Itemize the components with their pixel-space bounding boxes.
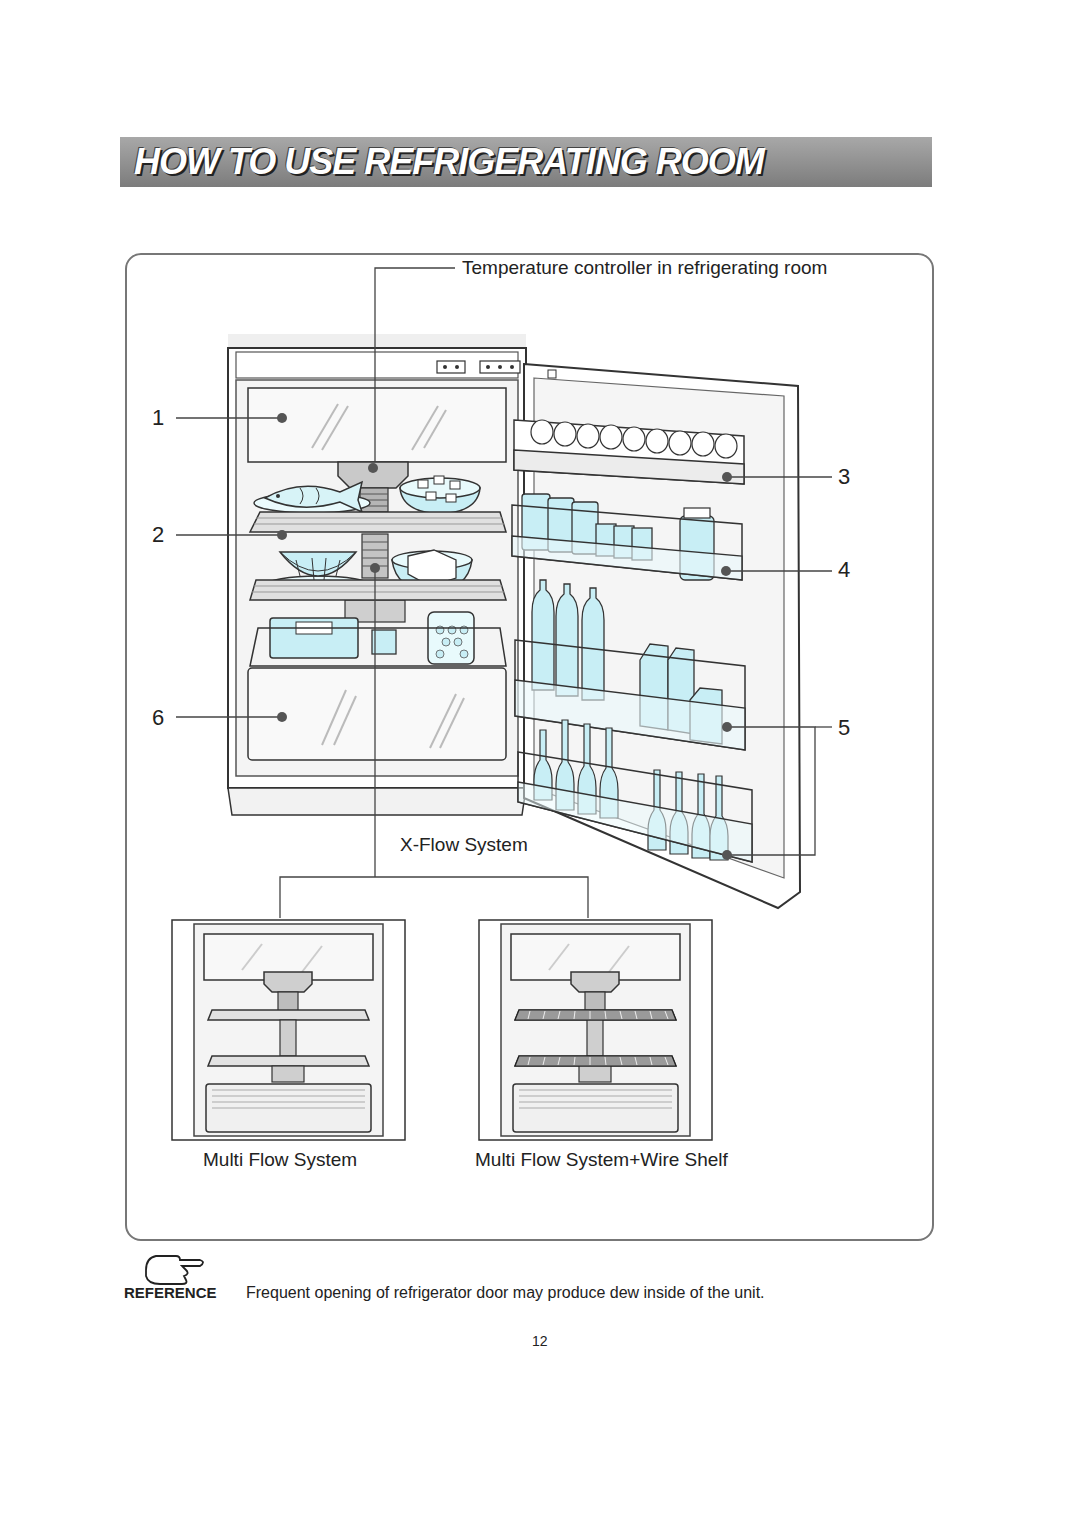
callout-number: 2 bbox=[152, 522, 164, 548]
system-label: X-Flow System bbox=[400, 834, 528, 857]
callout-number: 1 bbox=[152, 405, 164, 431]
callout-number: 4 bbox=[838, 557, 850, 583]
page-number: 12 bbox=[532, 1333, 548, 1350]
title-banner: HOW TO USE REFRIGERATING ROOM bbox=[120, 137, 932, 187]
variant-caption: Multi Flow System bbox=[203, 1149, 357, 1172]
callout-number: 3 bbox=[838, 464, 850, 490]
callout-label: Temperature controller in refrigerating … bbox=[462, 257, 827, 280]
reference-tag: REFERENCE bbox=[124, 1284, 217, 1302]
callout-number: 6 bbox=[152, 705, 164, 731]
reference-note: Frequent opening of refrigerator door ma… bbox=[246, 1283, 765, 1302]
page-title: HOW TO USE REFRIGERATING ROOM bbox=[120, 137, 932, 187]
variant-caption: Multi Flow System+Wire Shelf bbox=[475, 1149, 728, 1172]
callout-number: 5 bbox=[838, 715, 850, 741]
